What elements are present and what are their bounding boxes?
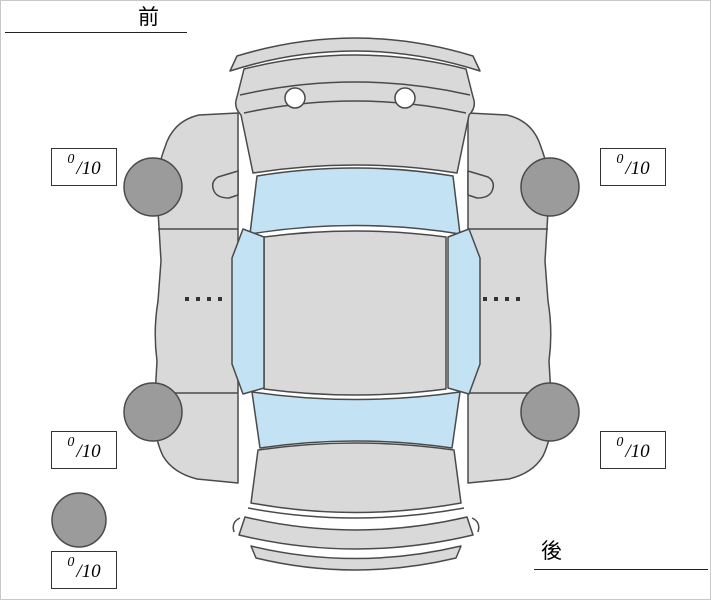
- rating-max: /10: [625, 441, 650, 462]
- rating-score: 0: [67, 152, 75, 167]
- hood-circle-left: [284, 87, 306, 109]
- rating-score: 0: [67, 555, 75, 570]
- front-underline: [5, 32, 187, 33]
- rating-score: 0: [616, 152, 624, 167]
- rating-box-front-left: 0 /10: [51, 148, 117, 186]
- rating-box-rear-left: 0 /10: [51, 431, 117, 469]
- tire-front-left: [123, 157, 183, 217]
- rear-underline: [534, 569, 708, 570]
- rating-max: /10: [625, 158, 650, 179]
- tire-rear-right: [520, 382, 580, 442]
- left-mirror: [211, 170, 239, 199]
- right-mirror: [467, 170, 495, 199]
- front-bumper: [229, 37, 481, 72]
- rear-label: 後: [541, 540, 562, 563]
- tire-front-right: [520, 157, 580, 217]
- rear-window: [251, 391, 461, 449]
- cowl-line-upper: [239, 81, 471, 96]
- hood: [234, 54, 476, 174]
- rear-bumper: [238, 516, 474, 550]
- cowl-line-lower: [243, 100, 467, 114]
- rear-bumper-curl-left: [232, 517, 241, 533]
- rating-max: /10: [76, 561, 101, 582]
- hood-circle-right: [394, 87, 416, 109]
- right-side-window: [447, 228, 481, 395]
- roof: [263, 230, 447, 396]
- left-side-window: [231, 228, 265, 395]
- windshield: [249, 167, 461, 235]
- front-label: 前: [138, 6, 159, 29]
- rating-max: /10: [76, 158, 101, 179]
- rating-box-front-right: 0 /10: [600, 148, 666, 186]
- rating-score: 0: [67, 435, 75, 450]
- tire-rear-left: [123, 382, 183, 442]
- rating-score: 0: [616, 435, 624, 450]
- spare-tire: [51, 492, 107, 548]
- rear-bumper-curl-right: [471, 517, 480, 533]
- rating-box-rear-right: 0 /10: [600, 431, 666, 469]
- trunk: [250, 442, 462, 514]
- rating-max: /10: [76, 441, 101, 462]
- rating-box-spare: 0 /10: [51, 551, 117, 589]
- rear-bumper-lower: [250, 545, 462, 571]
- trunk-line: [247, 507, 465, 519]
